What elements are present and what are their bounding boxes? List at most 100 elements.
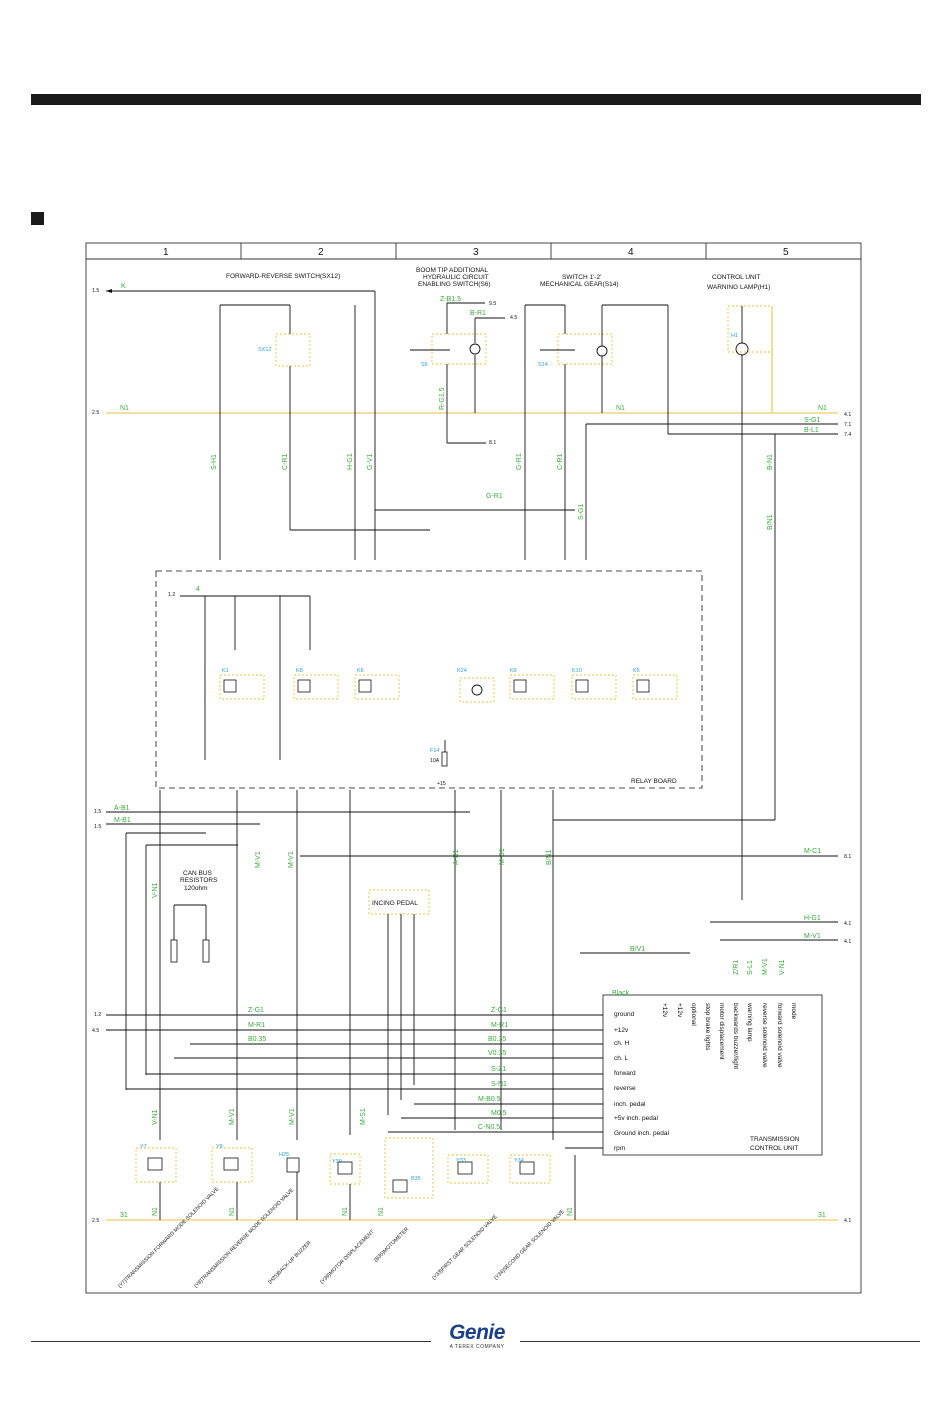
header-rule [31, 94, 921, 105]
wire-code: R-G1.5 [439, 387, 446, 410]
footer-rule-right [520, 1341, 920, 1342]
ref-right: 7.1 [844, 422, 851, 428]
tcu-pin-label: rpm [614, 1145, 625, 1152]
ref-left: 1.5 [94, 824, 101, 830]
component-label: SX12 [258, 347, 271, 353]
actuator-label: (H25)BACK-UP BUZZER [267, 1240, 313, 1286]
title-boom-tip-3: ENABLING SWITCH(S6) [418, 281, 491, 288]
tcu-pin-label: +12v [676, 1003, 683, 1018]
tcu-pin-label: +12v [614, 1027, 629, 1034]
wire-code: M-S1 [360, 1108, 367, 1125]
tcu-pin-label: ground [614, 1011, 635, 1018]
svg-text:H25: H25 [279, 1152, 289, 1158]
tcu-pin-label: motor displacement [718, 1003, 725, 1060]
wire-code: K [121, 283, 126, 290]
wire-code: N1 [120, 405, 129, 412]
wire-code: C-N0.5 [478, 1124, 500, 1131]
ref-left: 1.2 [168, 592, 175, 598]
wire-code: G-R1 [486, 493, 503, 500]
relay-k1: K1 [219, 668, 265, 700]
svg-text:K24: K24 [457, 668, 467, 674]
logo-brand: Genie [449, 1321, 505, 1344]
ref-left: 1.2 [94, 1012, 101, 1018]
tcu-pin-label: stop brake lights [704, 1003, 711, 1051]
wire-code: S-H1 [211, 454, 218, 470]
wire-code: M-R1 [491, 1022, 508, 1029]
wire-code: A-B1 [114, 805, 130, 812]
wire-code: B/V1 [630, 946, 645, 953]
wire-code: G-V1 [367, 454, 374, 470]
ref-left: 2.5 [92, 410, 99, 416]
wire-code: G-R1 [516, 453, 523, 470]
can-resistor [202, 939, 210, 963]
section-bullet [31, 212, 44, 225]
column-header-2: 2 [318, 247, 324, 258]
wire-code: M-V1 [289, 1108, 296, 1125]
wire-code: N1 [152, 1207, 159, 1216]
wire-code: S-N1 [491, 1081, 507, 1088]
wire-code: S-Z1 [491, 1066, 506, 1073]
title-boom-tip-2: HYDRAULIC CIRCUIT [423, 274, 489, 281]
solenoid-y8: Y8 [211, 1144, 253, 1183]
tcu-pin-label: Ground inch. pedal [614, 1130, 669, 1137]
relay-k8: K8 [293, 668, 339, 700]
ref-left: 2.5 [92, 1218, 99, 1224]
wire-code: B/N1 [767, 514, 774, 530]
ref-left: 1.5 [94, 809, 101, 815]
tcu-pin-label: reverse [614, 1085, 636, 1092]
wire-code: B/N1 [546, 849, 553, 865]
title-fr-switch: FORWARD-REVERSE SWITCH(SX12) [226, 273, 340, 280]
wire-code: N1 [567, 1207, 574, 1216]
wire-code: Z-G1 [248, 1007, 264, 1014]
ref-left: 4.5 [92, 1028, 99, 1034]
ref-right: 4.1 [844, 1218, 851, 1224]
can-bus-title: 120ohm [184, 885, 208, 892]
ref-right: 4.1 [844, 939, 851, 945]
wire-code: M-V1 [255, 851, 262, 868]
motometer-b35: B35 [384, 1137, 434, 1199]
wire-code: B-L1 [804, 427, 819, 434]
tcu-pin-label: forward solenoid valve [776, 1003, 783, 1068]
wire-code: N1 [378, 1207, 385, 1216]
wire-code: B-N1 [767, 454, 774, 470]
wire-code: M-B1 [114, 817, 131, 824]
actuator-label: (B35)MOTOMETER [373, 1226, 410, 1263]
svg-text:K5: K5 [633, 668, 640, 674]
footer-rule-left [31, 1341, 431, 1342]
title-switch12-2: MECHANICAL GEAR(S14) [540, 281, 619, 288]
wire-code: S-G1 [804, 417, 820, 424]
wire-code: N1 [818, 405, 827, 412]
genie-logo: Genie A TEREX COMPANY [440, 1322, 514, 1358]
actuator-label: (Y33)FIRST GEAR SOLENOID VALVE [431, 1214, 499, 1282]
ref-right: 9.5 [489, 301, 496, 307]
tcu-label: CONTROL UNIT [750, 1145, 799, 1152]
wire-code: Z/R1 [733, 960, 740, 975]
component-label: 10A [430, 758, 440, 764]
svg-text:Y33: Y33 [456, 1158, 466, 1164]
wire-code: H-G1 [347, 453, 354, 470]
tcu-pin-label: backwards buzzer/light [732, 1003, 739, 1069]
transmission-control-unit [602, 994, 823, 1156]
wire-code: M-V1 [288, 851, 295, 868]
wire-code: M-R1 [248, 1022, 265, 1029]
column-header-1: 1 [163, 247, 169, 258]
inching-pedal-label: INCING PEDAL [372, 900, 418, 907]
ref-right: 4.5 [510, 315, 517, 321]
tcu-pin-label: reverse solenoid valve [761, 1003, 768, 1068]
svg-text:Y34: Y34 [514, 1158, 524, 1164]
wire-code: M-V1 [762, 958, 769, 975]
diagram-frame [85, 242, 862, 1294]
wire-code: N1 [342, 1207, 349, 1216]
wire-code: 4 [196, 586, 200, 593]
component-label: S14 [538, 362, 548, 368]
component-label: H1 [731, 333, 738, 339]
relay-k6: K6 [354, 668, 400, 700]
can-bus-title: CAN BUS [183, 870, 213, 877]
tcu-pin-label: +5v inch. pedal [614, 1115, 658, 1122]
wire-code: N1 [229, 1207, 236, 1216]
tcu-pin-label: Black [612, 990, 630, 997]
wire-code: A-B1 [453, 849, 460, 865]
wire-code: B-R1 [470, 310, 486, 317]
solenoid-y34: Y34 [509, 1154, 551, 1184]
